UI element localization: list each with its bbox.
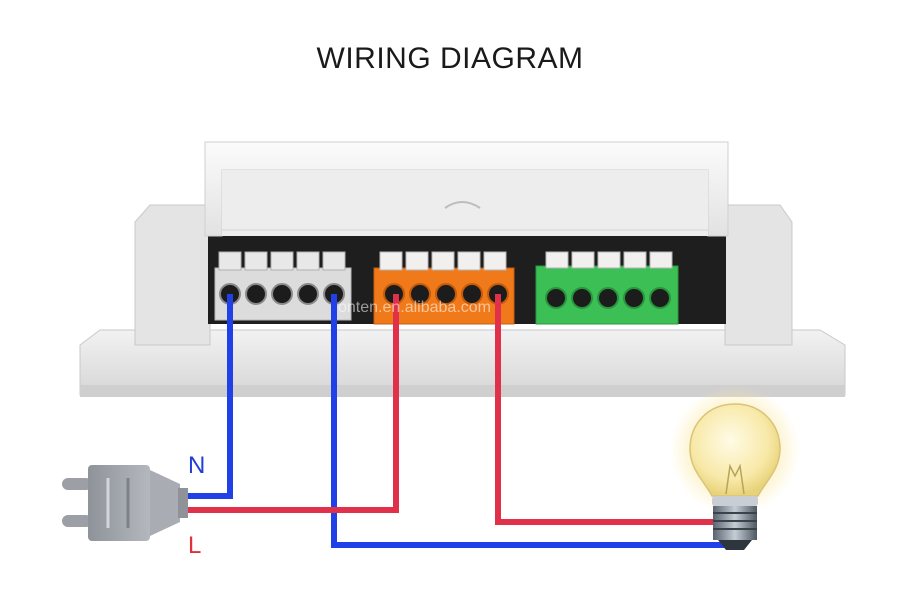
diagram-title: WIRING DIAGRAM <box>316 42 584 75</box>
live-wire-plug <box>184 294 399 513</box>
terminal-block-white <box>214 251 352 321</box>
neutral-wire-bulb <box>331 294 725 548</box>
watermark-text: onten.en.alibaba.com <box>338 299 491 316</box>
power-plug-icon <box>62 465 188 541</box>
neutral-label: N <box>188 452 205 479</box>
terminal-block-green <box>535 251 679 325</box>
wires <box>184 294 725 548</box>
live-wire-bulb <box>495 294 725 525</box>
neutral-wire-plug <box>184 294 233 499</box>
live-label: L <box>188 532 201 559</box>
light-bulb-icon <box>670 385 800 550</box>
